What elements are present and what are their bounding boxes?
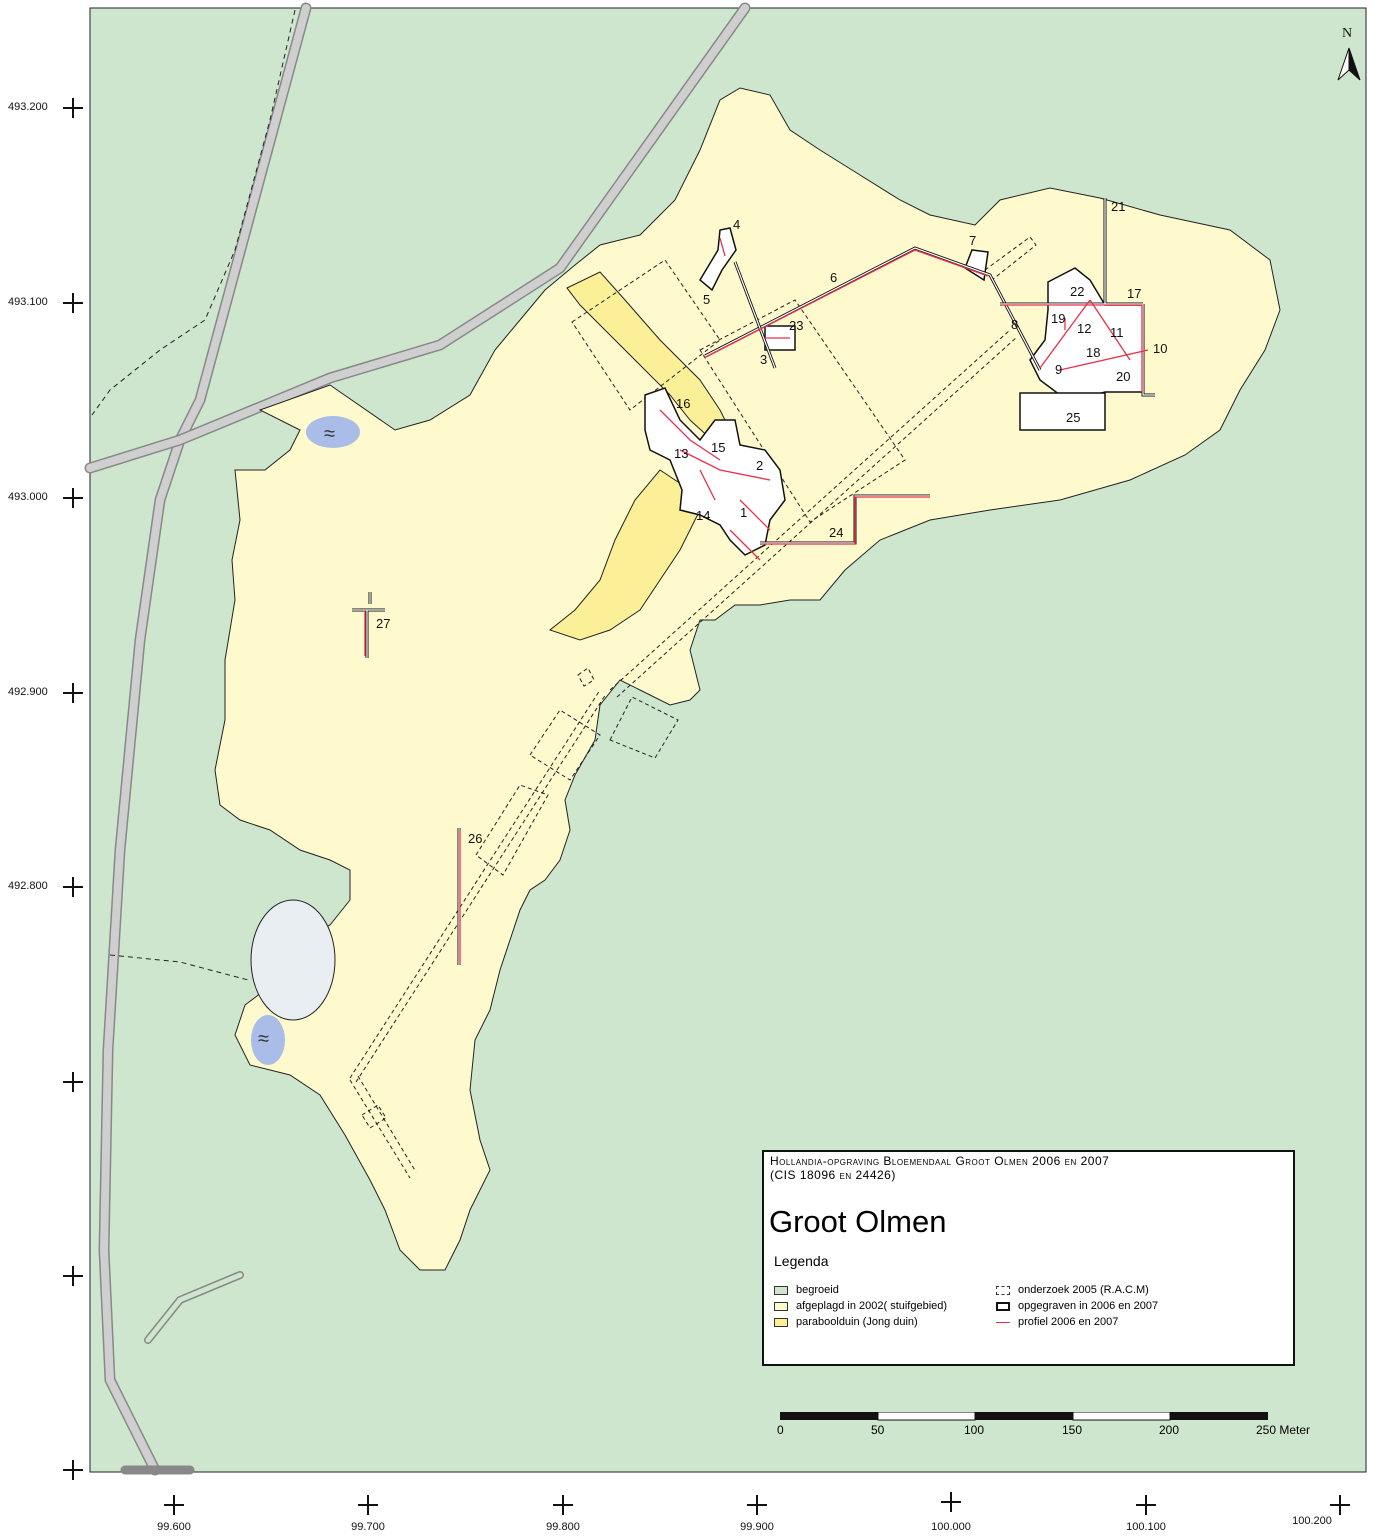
feature-label-3: 3 [760, 352, 767, 367]
feature-label-24: 24 [829, 525, 843, 540]
y-tick-label: 492.900 [8, 686, 48, 698]
feature-label-8: 8 [1011, 317, 1018, 332]
scale-label: 150 [1062, 1423, 1083, 1437]
feature-label-20: 20 [1116, 369, 1130, 384]
road-network [84, 2, 751, 1476]
legend-item-label: begroeid [796, 1284, 839, 1296]
feature-labels: 1 2 3 4 5 6 7 8 9 10 11 12 13 14 15 16 1… [376, 199, 1167, 846]
swatch-opgegraven [996, 1301, 1010, 1311]
feature-label-22: 22 [1070, 284, 1084, 299]
feature-label-15: 15 [711, 440, 725, 455]
feature-label-25: 25 [1066, 410, 1080, 425]
feature-label-23: 23 [789, 318, 803, 333]
legend-heading: Legenda [774, 1253, 829, 1269]
legend-subtitle-line1: Hollandia-opgraving Bloemendaal Groot Ol… [770, 1154, 1110, 1168]
legend-item-opgegraven: opgegraven in 2006 en 2007 [996, 1300, 1158, 1312]
water-symbol-north: ≈ [324, 423, 335, 445]
feature-label-14: 14 [696, 508, 710, 523]
legend-item-label: profiel 2006 en 2007 [1018, 1316, 1119, 1328]
swatch-paraboolduin [774, 1317, 788, 1327]
x-tick-label: 100.000 [931, 1521, 971, 1533]
x-tick-label: 99.800 [546, 1521, 580, 1533]
y-tick-label: 493.000 [8, 491, 48, 503]
pond-north [306, 416, 360, 448]
legend-item-label: onderzoek 2005 (R.A.C.M) [1018, 1284, 1149, 1296]
legend-item-label: afgeplagd in 2002( stuifgebied) [796, 1300, 948, 1312]
scale-label: 250 Meter [1256, 1423, 1311, 1437]
feature-label-11: 11 [1110, 325, 1124, 340]
feature-label-2: 2 [756, 458, 763, 473]
feature-label-18: 18 [1086, 345, 1100, 360]
legend-subtitle-line2: (CIS 18096 en 24426) [770, 1168, 896, 1182]
scale-bar [780, 1412, 1268, 1421]
feature-label-16: 16 [676, 396, 690, 411]
y-tick-label: 493.100 [8, 296, 48, 308]
feature-label-6: 6 [830, 270, 837, 285]
legend-panel: Hollandia-opgraving Bloemendaal Groot Ol… [762, 1150, 1295, 1366]
feature-label-19: 19 [1051, 311, 1065, 326]
x-tick-label: 99.700 [351, 1521, 385, 1533]
feature-label-27: 27 [376, 616, 390, 631]
water-symbol-south: ≈ [258, 1028, 269, 1050]
feature-label-17: 17 [1127, 286, 1141, 301]
lake [250, 899, 336, 1021]
grid-crosses [63, 98, 1350, 1515]
legend-item-afgeplagd: afgeplagd in 2002( stuifgebied) [774, 1300, 947, 1312]
legend-item-label: opgegraven in 2006 en 2007 [1018, 1300, 1159, 1312]
legend-item-profiel: profiel 2006 en 2007 [996, 1316, 1118, 1328]
swatch-onderzoek [996, 1285, 1010, 1295]
legend-item-paraboolduin: paraboolduin (Jong duin) [774, 1316, 918, 1328]
x-tick-label: 99.900 [740, 1521, 774, 1533]
feature-label-13: 13 [674, 446, 688, 461]
x-tick-label: 100.100 [1126, 1521, 1166, 1533]
footpaths [91, 9, 296, 981]
feature-label-9: 9 [1055, 362, 1062, 377]
y-tick-label: 492.800 [8, 880, 48, 892]
swatch-begroeid [774, 1285, 788, 1295]
x-tick-label: 99.600 [157, 1521, 191, 1533]
map-title: Groot Olmen [769, 1204, 947, 1239]
x-tick-label: 100.200 [1292, 1515, 1332, 1527]
stripped-area [214, 87, 1281, 1271]
swatch-profiel [996, 1321, 1010, 1323]
scale-label: 100 [964, 1423, 985, 1437]
feature-label-5: 5 [703, 292, 710, 307]
north-label: N [1342, 26, 1352, 41]
legend-subtitle: Hollandia-opgraving Bloemendaal Groot Ol… [770, 1154, 1109, 1182]
scale-label: 0 [777, 1423, 784, 1437]
profiles-2006-2007 [364, 237, 1149, 964]
feature-label-10: 10 [1153, 341, 1167, 356]
feature-label-4: 4 [733, 217, 740, 232]
feature-label-12: 12 [1077, 321, 1091, 336]
scale-label: 50 [871, 1423, 885, 1437]
swatch-afgeplagd [774, 1301, 788, 1311]
feature-label-26: 26 [468, 831, 482, 846]
feature-label-1: 1 [740, 505, 747, 520]
y-tick-label: 493.200 [8, 101, 48, 113]
legend-item-onderzoek: onderzoek 2005 (R.A.C.M) [996, 1284, 1149, 1296]
scale-label: 200 [1159, 1423, 1180, 1437]
legend-item-label: paraboolduin (Jong duin) [796, 1316, 918, 1328]
north-arrow-icon: N [1337, 26, 1361, 81]
pond-south [251, 1015, 285, 1065]
legend-item-begroeid: begroeid [774, 1284, 839, 1296]
feature-label-21: 21 [1111, 199, 1125, 214]
feature-label-7: 7 [969, 233, 976, 248]
